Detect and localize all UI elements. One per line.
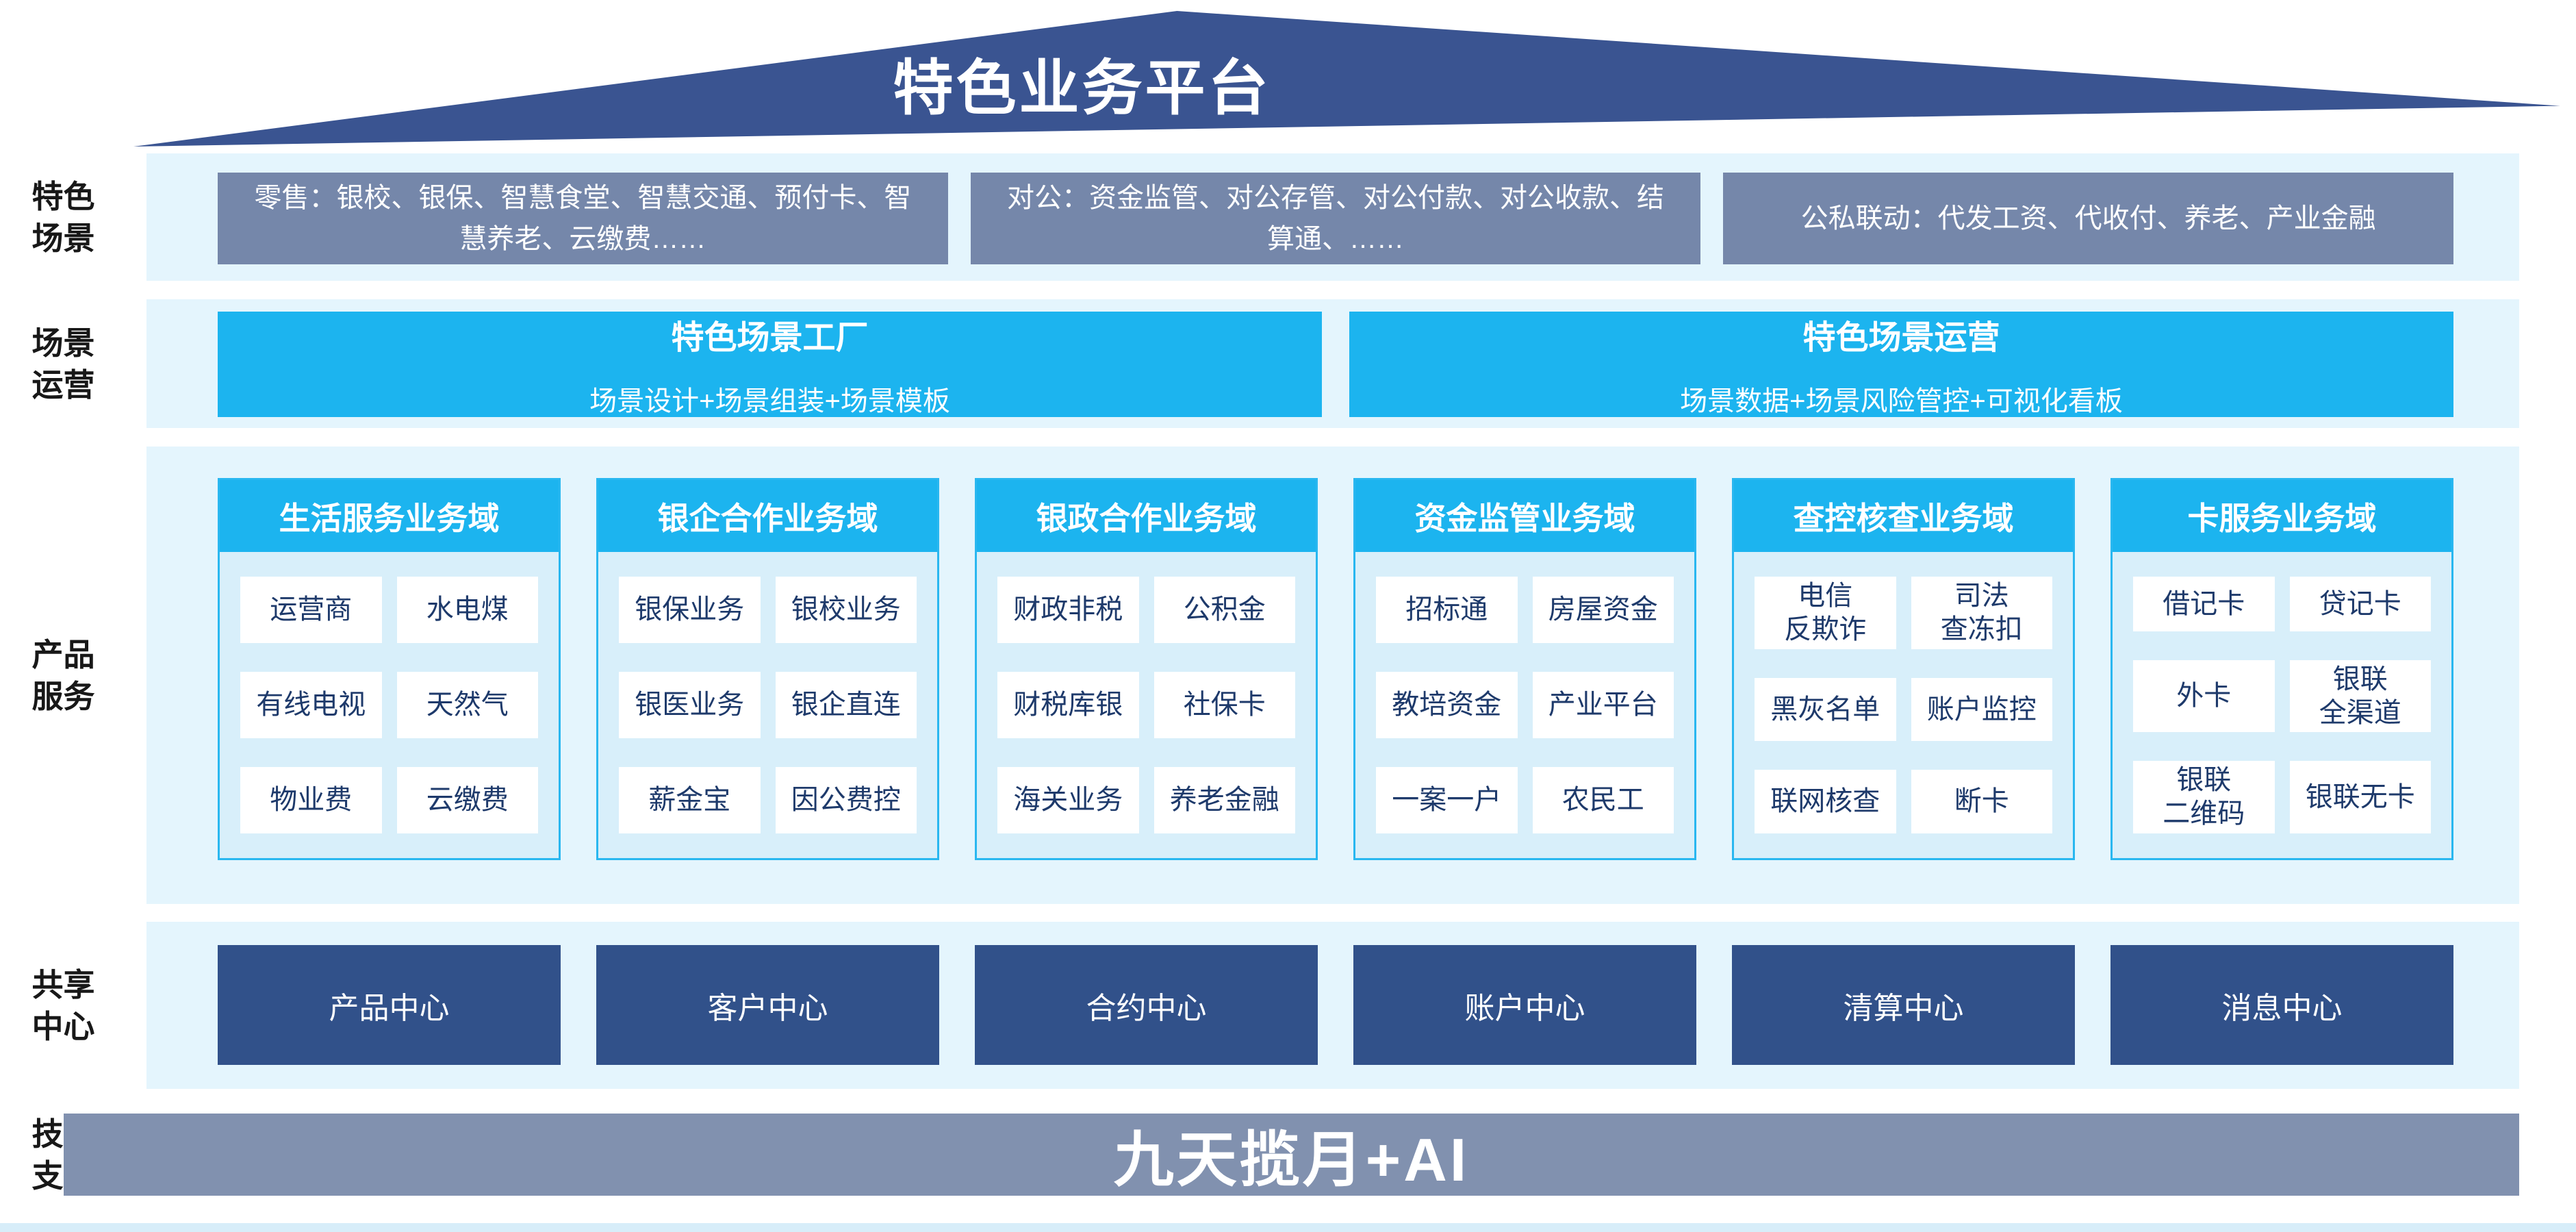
product-cell: 联网核查 bbox=[1755, 770, 1896, 833]
rail-label-scene: 特色 场景 bbox=[31, 179, 95, 256]
product-cell: 因公费控 bbox=[775, 767, 917, 833]
product-column-header: 卡服务业务域 bbox=[2113, 480, 2451, 552]
product-column-body: 财政非税 公积金 财税库银 社保卡 海关业务 养老金融 bbox=[977, 552, 1316, 858]
scene-box-linkage: 公私联动：代发工资、代收付、养老、产业金融 bbox=[1723, 173, 2454, 264]
product-cell: 财政非税 bbox=[997, 577, 1139, 643]
product-column-bank-enterprise: 银企合作业务域 银保业务 银校业务 银医业务 银企直连 薪金宝 因公费控 bbox=[596, 478, 939, 860]
product-cell: 账户监控 bbox=[1911, 677, 2052, 742]
product-cell: 银联无卡 bbox=[2289, 761, 2431, 833]
product-cell: 银联 全渠道 bbox=[2289, 659, 2431, 733]
product-cell: 教培资金 bbox=[1376, 672, 1518, 738]
product-cell: 贷记卡 bbox=[2289, 577, 2431, 631]
product-column-inspection: 查控核查业务域 电信 反欺诈 司法 查冻扣 黑灰名单 账户监控 联网核查 断卡 bbox=[1732, 478, 2075, 860]
product-cell: 水电煤 bbox=[396, 577, 538, 643]
product-column-card-services: 卡服务业务域 借记卡 贷记卡 外卡 银联 全渠道 银联 二维码 银联无卡 bbox=[2110, 478, 2453, 860]
product-column-header: 银企合作业务域 bbox=[598, 480, 937, 552]
product-cell: 借记卡 bbox=[2133, 577, 2275, 631]
operation-band: 特色场景工厂 场景设计+场景组装+场景模板 特色场景运营 场景数据+场景风险管控… bbox=[146, 299, 2519, 428]
product-cell: 银医业务 bbox=[619, 672, 761, 738]
share-box-clearing: 清算中心 bbox=[1732, 945, 2075, 1065]
product-cell: 农民工 bbox=[1532, 767, 1674, 833]
product-cell: 银校业务 bbox=[775, 577, 917, 643]
op-box-title: 特色场景工厂 bbox=[671, 320, 869, 356]
product-cell: 一案一户 bbox=[1376, 767, 1518, 833]
product-cell: 养老金融 bbox=[1153, 767, 1295, 833]
share-box-customer: 客户中心 bbox=[596, 945, 939, 1065]
product-column-fund-supervision: 资金监管业务域 招标通 房屋资金 教培资金 产业平台 一案一户 农民工 bbox=[1353, 478, 1696, 860]
product-cell: 招标通 bbox=[1376, 577, 1518, 643]
product-column-body: 银保业务 银校业务 银医业务 银企直连 薪金宝 因公费控 bbox=[598, 552, 937, 858]
share-box-contract: 合约中心 bbox=[975, 945, 1318, 1065]
product-cell: 银保业务 bbox=[619, 577, 761, 643]
op-box-scene-factory: 特色场景工厂 场景设计+场景组装+场景模板 bbox=[218, 312, 1322, 417]
product-cell: 银联 二维码 bbox=[2133, 761, 2275, 833]
product-column-body: 电信 反欺诈 司法 查冻扣 黑灰名单 账户监控 联网核查 断卡 bbox=[1734, 552, 2073, 858]
product-column-life-services: 生活服务业务域 运营商 水电煤 有线电视 天然气 物业费 云缴费 bbox=[218, 478, 561, 860]
product-cell: 财税库银 bbox=[997, 672, 1139, 738]
rail-label-operation: 场景 运营 bbox=[31, 325, 95, 403]
rail-label-share: 共享 中心 bbox=[31, 967, 95, 1044]
product-cell: 社保卡 bbox=[1153, 672, 1295, 738]
product-column-header: 银政合作业务域 bbox=[977, 480, 1316, 552]
op-box-title: 特色场景运营 bbox=[1802, 320, 2000, 356]
scene-box-retail: 零售：银校、银保、智慧食堂、智慧交通、预付卡、智慧养老、云缴费…… bbox=[218, 173, 948, 264]
op-box-scene-operation: 特色场景运营 场景数据+场景风险管控+可视化看板 bbox=[1349, 312, 2453, 417]
product-cell: 有线电视 bbox=[240, 672, 382, 738]
share-band: 产品中心 客户中心 合约中心 账户中心 清算中心 消息中心 bbox=[146, 922, 2519, 1089]
product-column-header: 资金监管业务域 bbox=[1355, 480, 1694, 552]
share-box-account: 账户中心 bbox=[1353, 945, 1696, 1065]
product-column-header: 查控核查业务域 bbox=[1734, 480, 2073, 552]
product-cell: 银企直连 bbox=[775, 672, 917, 738]
tech-support-bar: 九天揽月+AI bbox=[64, 1114, 2519, 1196]
product-cell: 外卡 bbox=[2133, 659, 2275, 733]
bottom-strip bbox=[0, 1223, 2576, 1232]
product-cell: 断卡 bbox=[1911, 770, 2052, 833]
platform-title: 特色业务平台 bbox=[893, 54, 1271, 122]
product-cell: 房屋资金 bbox=[1532, 577, 1674, 643]
rail-label-products: 产品 服务 bbox=[31, 637, 95, 714]
product-cell: 物业费 bbox=[240, 767, 382, 833]
product-cell: 电信 反欺诈 bbox=[1755, 577, 1896, 649]
products-band: 生活服务业务域 运营商 水电煤 有线电视 天然气 物业费 云缴费 bbox=[146, 447, 2519, 904]
product-cell: 运营商 bbox=[240, 577, 382, 643]
product-cell: 司法 查冻扣 bbox=[1911, 577, 2052, 649]
product-cell: 黑灰名单 bbox=[1755, 677, 1896, 742]
scene-band: 零售：银校、银保、智慧食堂、智慧交通、预付卡、智慧养老、云缴费…… 对公：资金监… bbox=[146, 153, 2519, 281]
product-column-header: 生活服务业务域 bbox=[220, 480, 559, 552]
op-box-subtitle: 场景设计+场景组装+场景模板 bbox=[589, 386, 950, 416]
product-column-body: 招标通 房屋资金 教培资金 产业平台 一案一户 农民工 bbox=[1355, 552, 1694, 858]
product-column-body: 运营商 水电煤 有线电视 天然气 物业费 云缴费 bbox=[220, 552, 559, 858]
op-box-subtitle: 场景数据+场景风险管控+可视化看板 bbox=[1680, 386, 2123, 416]
share-box-message: 消息中心 bbox=[2110, 945, 2453, 1065]
product-column-bank-government: 银政合作业务域 财政非税 公积金 财税库银 社保卡 海关业务 养老金融 bbox=[975, 478, 1318, 860]
product-cell: 薪金宝 bbox=[619, 767, 761, 833]
scene-box-corporate: 对公：资金监管、对公存管、对公付款、对公收款、结算通、…… bbox=[970, 173, 1701, 264]
product-cell: 云缴费 bbox=[396, 767, 538, 833]
product-cell: 海关业务 bbox=[997, 767, 1139, 833]
share-box-product: 产品中心 bbox=[218, 945, 561, 1065]
product-column-body: 借记卡 贷记卡 外卡 银联 全渠道 银联 二维码 银联无卡 bbox=[2113, 552, 2451, 858]
product-cell: 产业平台 bbox=[1532, 672, 1674, 738]
product-cell: 公积金 bbox=[1153, 577, 1295, 643]
product-cell: 天然气 bbox=[396, 672, 538, 738]
roof-shape bbox=[133, 11, 2560, 147]
